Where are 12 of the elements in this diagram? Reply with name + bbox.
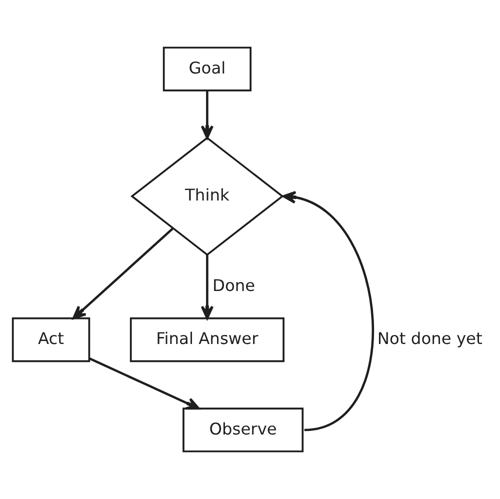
arrow bbox=[200, 254, 214, 320]
node-box: Observe bbox=[182, 408, 304, 452]
node-box: Goal bbox=[162, 46, 252, 92]
node-diamond: Think bbox=[130, 136, 284, 256]
arrow bbox=[282, 190, 374, 432]
arrow bbox=[200, 90, 214, 139]
edge-label: Done bbox=[212, 276, 256, 295]
arrow bbox=[88, 357, 200, 410]
node-box: Final Answer bbox=[130, 317, 284, 362]
node-box: Act bbox=[12, 317, 90, 362]
arrow bbox=[72, 228, 174, 320]
edge-label: Not done yet bbox=[377, 329, 482, 348]
